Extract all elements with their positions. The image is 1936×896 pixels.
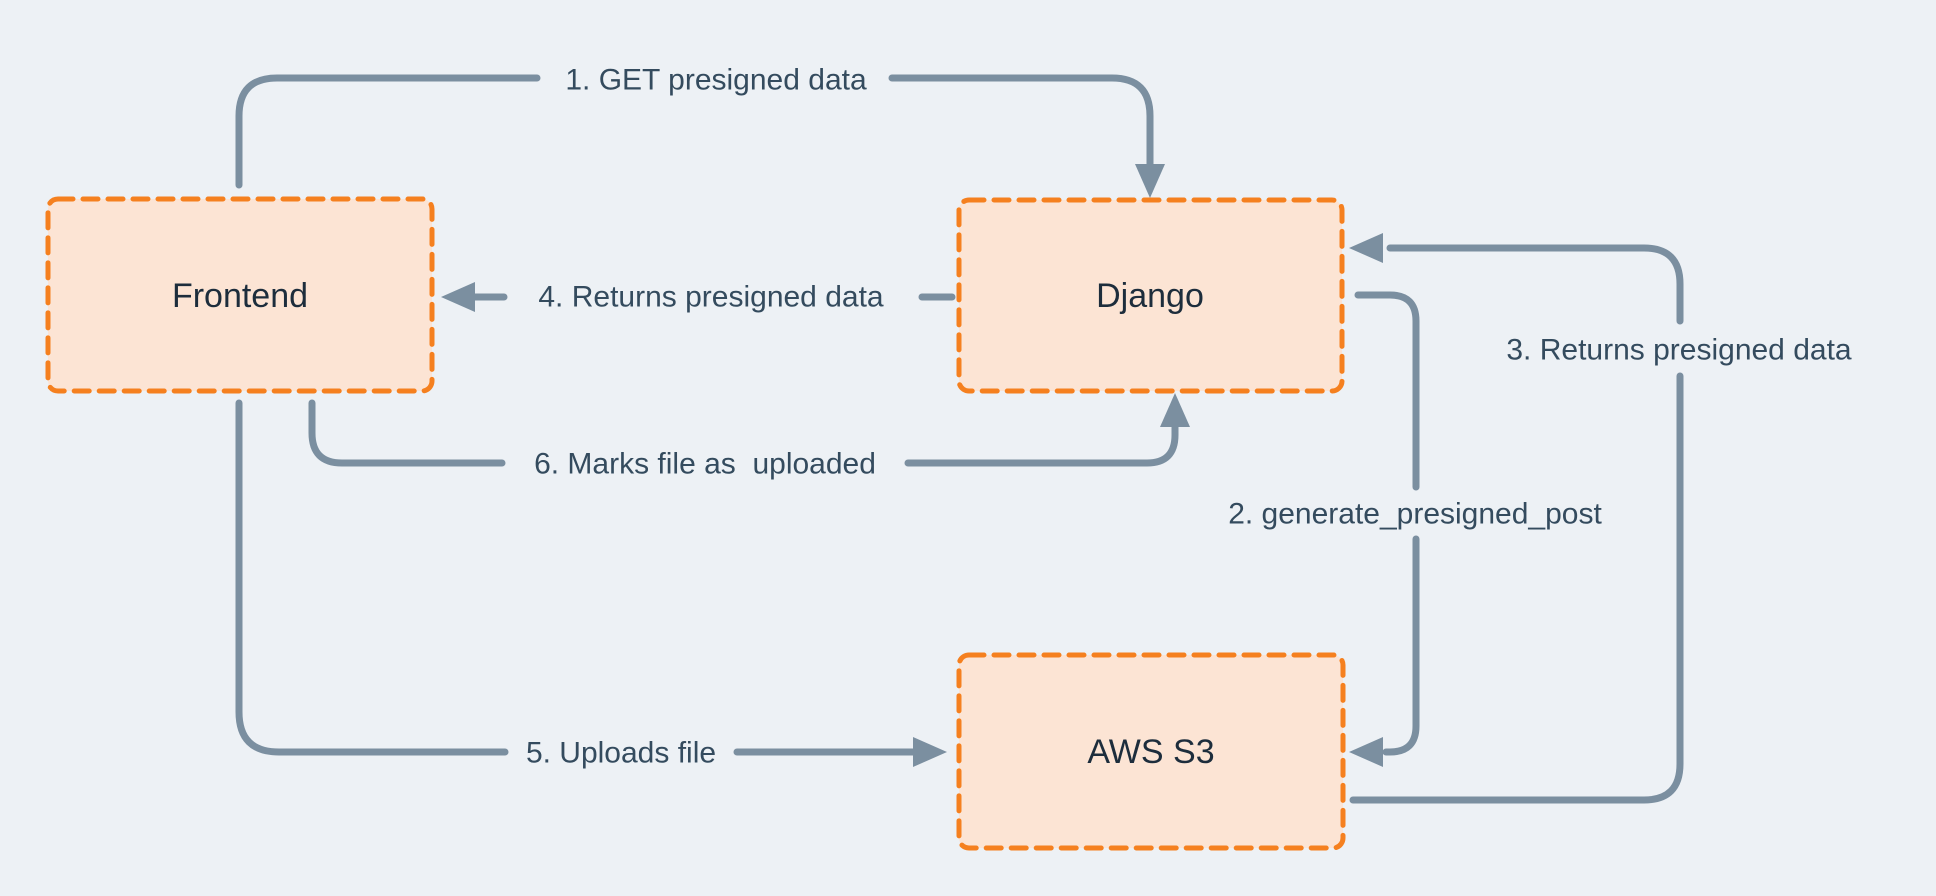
connector-line [1349, 244, 1684, 804]
node-aws-s3: AWS S3 [956, 652, 1346, 851]
connector-line [308, 399, 1179, 467]
node-django-box [956, 197, 1345, 394]
connector-step-6: 6. Marks file as uploaded [308, 393, 1190, 481]
node-aws-s3-box [956, 652, 1346, 851]
edge-label-step-5: 5. Uploads file [526, 737, 716, 770]
node-frontend-label: Frontend [172, 277, 308, 315]
connector-line [1354, 291, 1420, 756]
connector-step-2: 2. generate_presigned_post [1228, 291, 1602, 767]
edge-label-step-1: 1. GET presigned data [565, 64, 867, 97]
edge-label-step-3: 3. Returns presigned data [1506, 334, 1852, 367]
arrow-up-icon [1160, 393, 1190, 427]
connector-step-5: 5. Uploads file [235, 399, 947, 770]
node-django-label: Django [1096, 277, 1204, 315]
edge-label-step-2: 2. generate_presigned_post [1228, 498, 1602, 531]
node-frontend: Frontend [45, 196, 435, 394]
arrow-left-icon [441, 282, 475, 312]
connector-step-1: 1. GET presigned data [235, 64, 1165, 198]
connector-line [235, 74, 1154, 189]
connector-line [235, 399, 920, 756]
connector-step-3: 3. Returns presigned data [1349, 233, 1852, 804]
edge-label-step-6: 6. Marks file as uploaded [534, 448, 876, 481]
edge-label-step-4: 4. Returns presigned data [538, 281, 884, 314]
connector-step-4: 4. Returns presigned data [441, 281, 956, 314]
arrow-left-icon [1349, 737, 1383, 767]
arrow-down-icon [1135, 164, 1165, 198]
arrow-right-icon [913, 737, 947, 767]
arrow-left-icon [1349, 233, 1383, 263]
node-aws-s3-label: AWS S3 [1087, 733, 1214, 771]
node-frontend-box [45, 196, 435, 394]
node-django: Django [956, 197, 1345, 394]
